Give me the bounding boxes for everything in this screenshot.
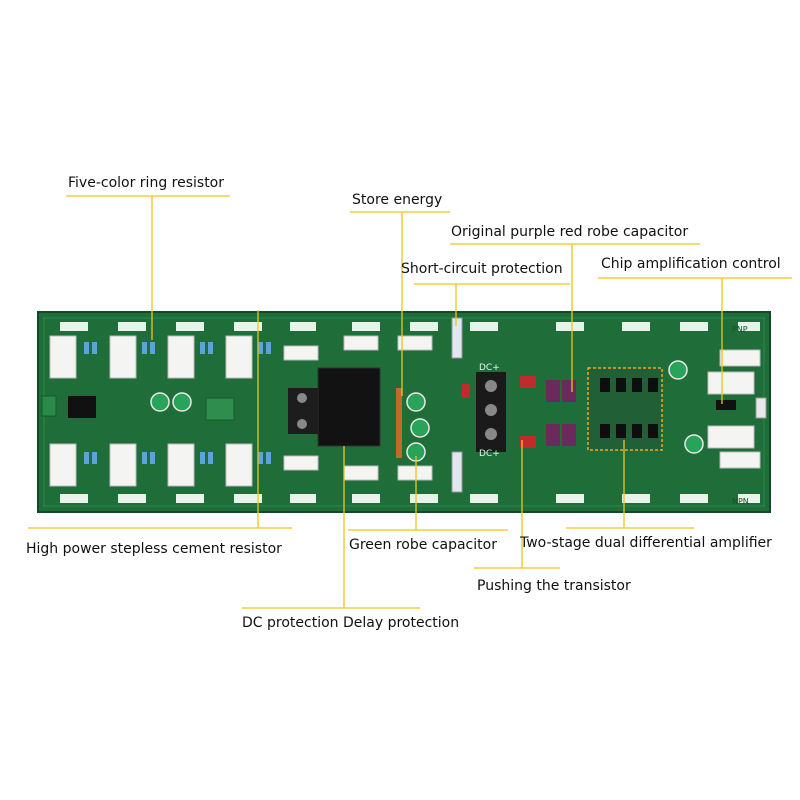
fuse-bottom	[451, 451, 463, 493]
left-capacitor-a	[150, 392, 170, 412]
label-short-circuit-protection: Short-circuit protection	[401, 261, 563, 277]
right-big-resistor-top	[707, 371, 755, 395]
label-five-color-ring-resistor: Five-color ring resistor	[68, 175, 225, 191]
purple-capacitor-d	[562, 424, 576, 446]
left-small-terminal	[205, 397, 235, 421]
leader-lines	[28, 195, 792, 609]
dc-screw-b	[485, 404, 497, 416]
dc-screw-a	[485, 380, 497, 392]
relay-screw-a	[297, 393, 307, 403]
dc-plus-mark-bottom: DC+	[479, 449, 500, 459]
relay-protection	[317, 367, 381, 447]
dc-plus-mark-top: DC+	[479, 363, 500, 373]
small-resistors	[84, 342, 271, 464]
right-connector	[755, 397, 767, 419]
left-capacitor-b	[172, 392, 192, 412]
label-dual-differential-amplifier: Two-stage dual differential amplifier	[520, 535, 772, 551]
red-capacitor-mid	[520, 376, 536, 388]
dc-screw-c	[485, 428, 497, 440]
label-chip-amplification-control: Chip amplification control	[601, 256, 781, 272]
label-pushing-transistor: Pushing the transistor	[477, 578, 631, 594]
left-chip	[68, 396, 96, 418]
pnp-mark: PNP	[732, 325, 748, 334]
npn-mark: NPN	[732, 497, 749, 506]
cement-resistors-bottom	[49, 443, 253, 487]
relay-screw-b	[297, 419, 307, 429]
label-cement-resistor: High power stepless cement resistor	[26, 541, 282, 557]
label-dc-delay-protection: DC protection Delay protection	[242, 615, 460, 631]
purple-capacitor-a	[546, 380, 560, 402]
right-capacitor-a	[668, 360, 688, 380]
right-white-block-a	[719, 349, 761, 367]
red-capacitor-low	[520, 436, 536, 448]
right-white-block-b	[719, 451, 761, 469]
differential-amplifier-transistors	[600, 378, 658, 438]
left-terminal-block	[41, 395, 57, 417]
right-capacitor-b	[684, 434, 704, 454]
purple-capacitor-c	[546, 424, 560, 446]
bottom-silkscreen-labels	[60, 494, 760, 503]
fuse-top	[451, 317, 463, 359]
purple-capacitor-b	[562, 380, 576, 402]
label-store-energy: Store energy	[352, 192, 443, 208]
right-big-resistor-bottom	[707, 425, 755, 449]
cement-resistors-top	[49, 335, 253, 379]
red-capacitor-left	[462, 384, 470, 398]
top-silkscreen-labels	[60, 322, 760, 331]
label-purple-red-capacitor: Original purple red robe capacitor	[451, 224, 689, 240]
label-green-robe-capacitor: Green robe capacitor	[349, 537, 497, 553]
central-white-resistors	[283, 335, 433, 481]
energy-inductor	[396, 388, 402, 458]
chip-control-ic	[716, 400, 736, 410]
